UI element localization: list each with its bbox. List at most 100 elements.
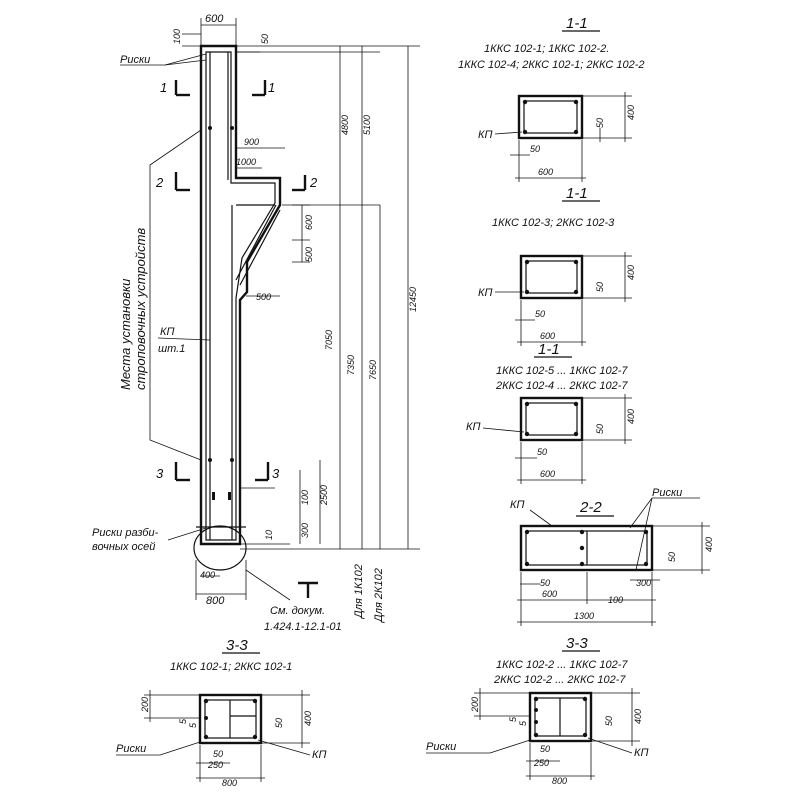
sec1c-rect [519,396,584,442]
section-3-3-a: 3-3 1ККС 102-1; 2ККС 102-1 200 5 5 400 5… [116,637,326,788]
corbel-bar-2 [239,209,281,286]
corbel-bar-1 [235,204,277,281]
sec1a-w: 600 [538,167,553,177]
sec1c-w: 600 [540,469,555,479]
sec3a-line1: 1ККС 102-1; 2ККС 102-1 [170,661,292,673]
dim-4800: 4800 [340,115,350,135]
sec3a-d50a: 50 [213,749,223,759]
sec1c-d50b: 50 [595,424,605,434]
label-ref-1: См. докум. [270,605,325,617]
base-socket [193,525,247,571]
sec3a-title: 3-3 [226,637,248,654]
base-bar-2 [228,492,231,500]
sec3a-kp: КП [312,749,326,761]
sec3b-d250: 250 [533,758,549,768]
sec1b-d50a: 50 [535,309,545,319]
label-riski-bottom-1: Риски разби- [92,527,159,539]
column-outline [199,44,282,546]
label-mounting-1: Места установки [118,279,133,390]
section-1-1-c: 1-1 1ККС 102-5 ... 1ККС 102-7 2ККС 102-4… [466,341,636,484]
dim-400-bottom: 400 [200,570,215,580]
label-mounting-2: строповочных устройств [133,228,148,390]
sec3a-d5a: 5 [178,718,188,724]
sec1b-title: 1-1 [566,185,588,202]
sec2-left-label: 2 [155,175,164,190]
dim-300: 300 [300,523,310,538]
label-riski-top: Риски [120,54,150,66]
sec1c-h: 400 [626,409,636,424]
sec2-h: 400 [704,537,714,552]
dim-7050: 7050 [324,330,334,350]
sec1b-kp: КП [478,287,492,299]
column-elevation: 600 100 50 Риски 1 1 2 2 3 3 900 [92,13,420,633]
sec1-right-label: 1 [268,80,275,95]
lift-mark-4 [230,458,234,462]
dim-600-v: 600 [304,215,314,230]
sec1-left-label: 1 [160,80,167,95]
sec3b-line1: 1ККС 102-2 ... 1ККС 102-7 [496,659,628,671]
dim-100: 100 [300,490,310,505]
sec2-d300: 300 [636,578,651,588]
sec2-rect [519,524,654,572]
sec1a-h: 400 [626,105,636,120]
dim-top-100: 100 [172,29,182,44]
sec3a-w: 800 [222,778,237,788]
section-1-1-a: 1-1 1ККС 102-1; 1ККС 102-2. 1ККС 102-4; … [458,15,645,182]
sec1b-w: 600 [540,331,555,341]
sec1c-d50a: 50 [537,447,547,457]
sec3b-w: 800 [552,776,567,786]
sec2-title: 2-2 [579,499,602,516]
dim-7350: 7350 [346,355,356,375]
sec2-kp: КП [510,499,524,511]
sec3b-rect [528,691,593,743]
sec1a-rect [517,94,584,140]
sec3b-riski: Риски [426,741,456,753]
sec1a-title: 1-1 [566,15,588,32]
dim-12450: 12450 [408,287,418,312]
mounting-callout [149,129,202,461]
sec1b-d50b: 50 [595,282,605,292]
dim-7650: 7650 [368,360,378,380]
lift-mark-1 [208,126,212,130]
sec3a-d5b: 5 [188,722,198,728]
dim-900: 900 [244,137,259,147]
sec1a-line2: 1ККС 102-4; 2ККС 102-1; 2ККС 102-2 [458,59,645,71]
dim-top-50: 50 [260,34,270,44]
sec3b-d5b: 5 [518,720,528,726]
label-riski-bottom-2: вочных осей [92,541,155,553]
dim-1000: 1000 [236,157,256,167]
sec1a-line1: 1ККС 102-1; 1ККС 102-2. [484,43,609,55]
dim-2500: 2500 [319,485,329,506]
sec3b-title: 3-3 [566,635,588,652]
sec2-d50a: 50 [540,578,550,588]
lift-mark-2 [230,126,234,130]
label-ref-2: 1.424.1-12.1-01 [264,621,342,633]
sec2-right-label: 2 [309,175,318,190]
label-kp-qty: шт.1 [158,343,185,355]
base-bar-1 [212,492,215,500]
label-kp: КП [160,326,174,338]
section-3-3-b: 3-3 1ККС 102-2 ... 1ККС 102-7 2ККС 102-2… [426,635,648,786]
sec3a-riski: Риски [116,743,146,755]
section-2-2: 2-2 КП Риски 400 50 50 300 600 100 1300 [510,487,714,626]
sec3b-h: 400 [633,709,643,724]
label-for-1k102: Для 1К102 [353,564,365,620]
sec3b-d200: 200 [470,697,480,713]
sec3b-d50b: 50 [604,716,614,726]
sec2-d50b: 50 [667,552,677,562]
dim-top-width: 600 [205,13,224,25]
label-for-2k102: Для 2К102 [373,568,385,624]
reinforcement-cage [205,51,276,541]
dim-5100: 5100 [362,115,372,135]
sec2-w: 1300 [574,611,594,621]
sec1b-line1: 1ККС 102-3; 2ККС 102-3 [492,217,615,229]
sec1a-d50a: 50 [530,144,540,154]
sec3b-line2: 2ККС 102-2 ... 2ККС 102-7 [493,674,626,686]
sec1c-kp: КП [466,421,480,433]
dim-10: 10 [264,530,274,540]
sec2-d600: 600 [542,589,557,599]
sec3b-d5a: 5 [508,716,518,722]
sec1a-kp: КП [478,129,492,141]
sec3b-kp: КП [634,747,648,759]
sec3-right-label: 3 [272,466,280,481]
